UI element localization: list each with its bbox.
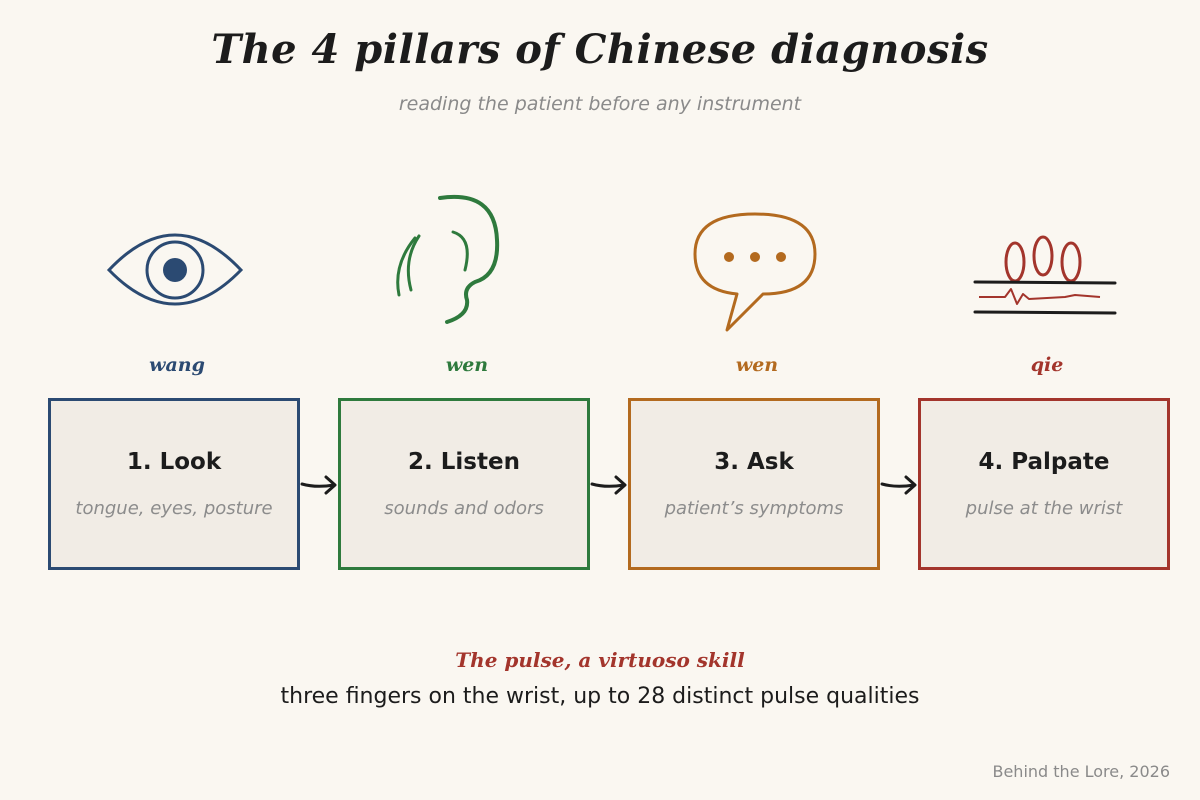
pillar-title: 2. Listen — [408, 449, 520, 475]
ear-icon — [385, 190, 545, 340]
pillar-description: sounds and odors — [384, 498, 544, 519]
footnote-text: three fingers on the wrist, up to 28 dis… — [280, 684, 920, 709]
eye-icon — [95, 190, 255, 340]
diagram-subtitle: reading the patient before any instrumen… — [398, 93, 802, 115]
arrow-right-icon — [880, 472, 920, 498]
pillar-title: 4. Palpate — [978, 449, 1110, 475]
speech-bubble-icon — [675, 190, 835, 340]
credit: Behind the Lore, 2026 — [992, 762, 1170, 781]
pillar-box-ask: 3. Ask patient’s symptoms — [628, 398, 880, 570]
arrow-right-icon — [300, 472, 340, 498]
footnote-title: The pulse, a virtuoso skill — [455, 648, 745, 672]
arrow-right-icon — [590, 472, 630, 498]
pillar-romaji-wen-ask: wen — [735, 354, 779, 376]
pulse-fingers-icon — [965, 190, 1125, 340]
pillar-romaji-wen-listen: wen — [445, 354, 489, 376]
pillar-box-listen: 2. Listen sounds and odors — [338, 398, 590, 570]
pillar-description: patient’s symptoms — [664, 498, 844, 519]
pillar-title: 1. Look — [126, 449, 222, 475]
pillar-romaji-wang: wang — [149, 354, 205, 376]
diagram-title: The 4 pillars of Chinese diagnosis — [211, 26, 989, 73]
pillar-description: pulse at the wrist — [965, 498, 1123, 519]
pillar-description: tongue, eyes, posture — [75, 498, 273, 519]
pillar-box-palpate: 4. Palpate pulse at the wrist — [918, 398, 1170, 570]
pillar-title: 3. Ask — [714, 449, 794, 475]
pillar-box-look: 1. Look tongue, eyes, posture — [48, 398, 300, 570]
pillar-romaji-qie: qie — [1030, 354, 1064, 376]
